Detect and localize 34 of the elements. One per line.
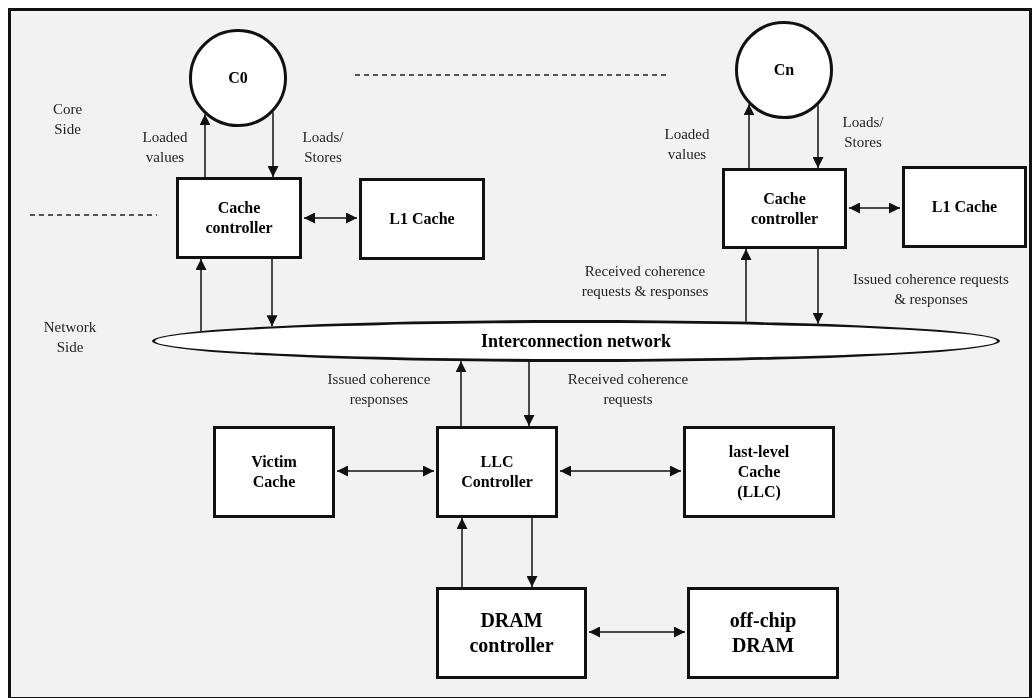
side-label: Core Side (51, 100, 84, 139)
arrow (195, 258, 207, 332)
edge-label: Loaded values (663, 125, 711, 164)
component-box: Victim Cache (213, 426, 335, 518)
component-box: Cache controller (722, 168, 847, 249)
arrow (199, 113, 211, 178)
component-box: last-level Cache (LLC) (683, 426, 835, 518)
edge-label: Received coherence requests & responses (580, 262, 710, 301)
arrow (267, 111, 279, 178)
arrow (526, 517, 538, 588)
arrow (266, 258, 278, 328)
arrow (848, 202, 901, 214)
edge-label: Loads/ Stores (301, 128, 345, 167)
edge-label: Issued coherence requests & responses (852, 270, 1010, 309)
edge-label: Issued coherence responses (326, 370, 432, 409)
arrow (743, 103, 755, 169)
arrow (812, 104, 824, 169)
component-box: LLC Controller (436, 426, 558, 518)
arrow (303, 212, 358, 224)
component-box: L1 Cache (902, 166, 1027, 248)
side-label: Network Side (42, 318, 98, 357)
arrow (523, 361, 535, 427)
edge-label: Loaded values (141, 128, 189, 167)
arrow (336, 465, 435, 477)
arrow (456, 517, 468, 588)
component-box: L1 Cache (359, 178, 485, 260)
arrow (455, 360, 467, 427)
component-box: Cache controller (176, 177, 302, 259)
arrow (559, 465, 682, 477)
edge-label: Loads/ Stores (841, 113, 885, 152)
component-box: DRAM controller (436, 587, 587, 679)
arrow (588, 626, 686, 638)
edge-label: Received coherence requests (566, 370, 690, 409)
component-box: off-chip DRAM (687, 587, 839, 679)
